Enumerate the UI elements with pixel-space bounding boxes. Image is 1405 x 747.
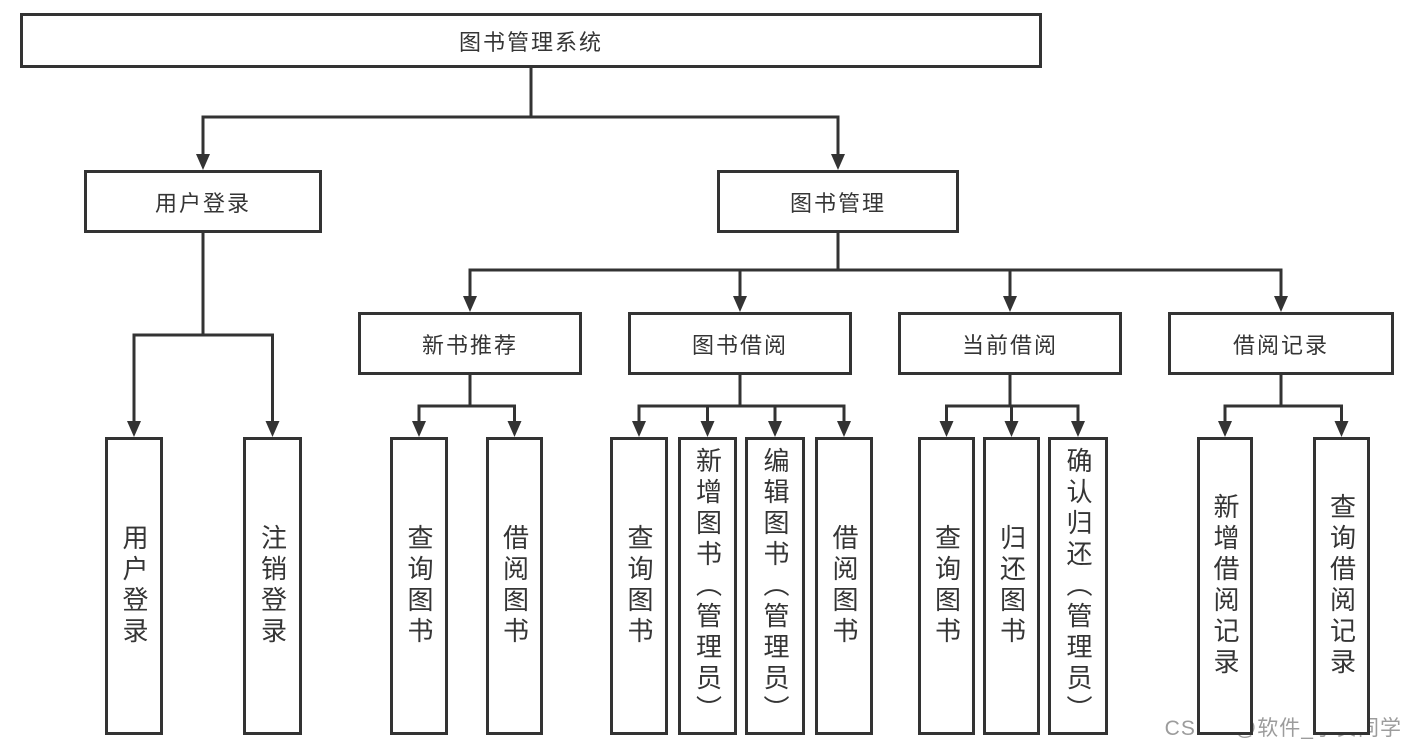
node-bb-add-book: 新增图书（管理员） (678, 437, 737, 735)
arrowhead-icon (507, 421, 522, 437)
node-bb-borrow-book: 借阅图书 (815, 437, 873, 735)
arrowhead-icon (265, 421, 280, 437)
node-root: 图书管理系统 (20, 13, 1042, 68)
arrowhead-icon (1218, 421, 1232, 437)
arrowhead-icon (733, 296, 747, 312)
node-cb-query-book: 查询图书 (918, 437, 975, 735)
arrowhead-icon (1334, 421, 1349, 437)
node-br-add-record: 新增借阅记录 (1197, 437, 1253, 735)
arrowhead-icon (1274, 296, 1288, 312)
arrowhead-icon (463, 296, 477, 312)
node-new-book-rec: 新书推荐 (358, 312, 582, 375)
node-login-leaf: 用户登录 (105, 437, 163, 735)
arrowhead-icon (768, 421, 782, 437)
node-book-borrow: 图书借阅 (628, 312, 852, 375)
arrowhead-icon (127, 421, 141, 437)
arrowhead-icon (837, 421, 851, 437)
arrowhead-icon (1004, 421, 1019, 437)
node-rec-borrow-book: 借阅图书 (486, 437, 543, 735)
arrowhead-icon (632, 421, 646, 437)
node-bb-edit-book: 编辑图书（管理员） (745, 437, 805, 735)
node-user-login: 用户登录 (84, 170, 322, 233)
arrowhead-icon (1003, 296, 1017, 312)
node-cb-return-book: 归还图书 (983, 437, 1040, 735)
arrowhead-icon (831, 154, 845, 170)
node-bb-query-book: 查询图书 (610, 437, 668, 735)
arrowhead-icon (196, 154, 210, 170)
arrowhead-icon (939, 421, 954, 437)
node-rec-query-book: 查询图书 (390, 437, 448, 735)
arrowhead-icon (1071, 421, 1085, 437)
node-book-mgmt: 图书管理 (717, 170, 959, 233)
node-cb-confirm-return: 确认归还（管理员） (1048, 437, 1108, 735)
node-borrow-record: 借阅记录 (1168, 312, 1394, 375)
node-br-query-record: 查询借阅记录 (1313, 437, 1370, 735)
arrowhead-icon (412, 421, 426, 437)
node-logout-leaf: 注销登录 (243, 437, 302, 735)
node-current-borrow: 当前借阅 (898, 312, 1122, 375)
arrowhead-icon (700, 421, 715, 437)
